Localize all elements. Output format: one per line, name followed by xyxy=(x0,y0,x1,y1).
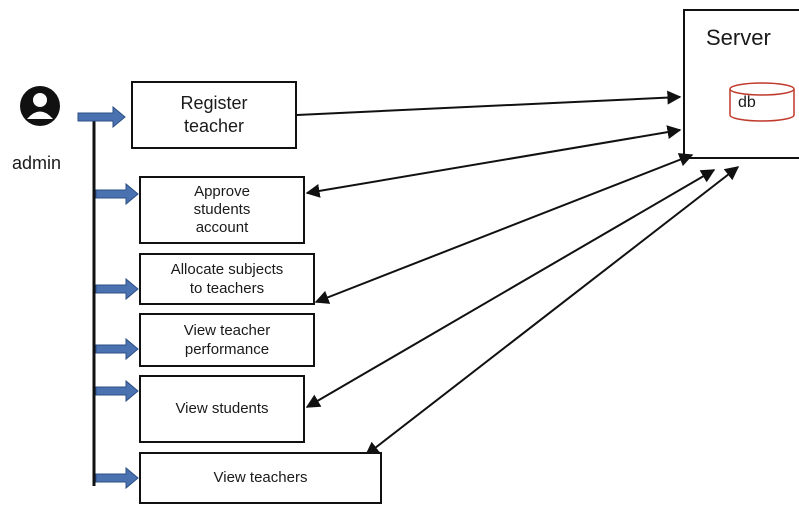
flow-arrow-view-students xyxy=(95,379,139,403)
connector-approve xyxy=(305,125,682,198)
function-box-allocate-subjects[interactable]: Allocate subjects to teachers xyxy=(139,253,315,305)
function-box-view-teacher-performance[interactable]: View teacher performance xyxy=(139,313,315,367)
flow-arrow-allocate xyxy=(95,277,139,301)
server-label: Server xyxy=(706,25,771,50)
flow-arrow-approve xyxy=(95,182,139,206)
user-icon xyxy=(20,86,60,126)
database-icon xyxy=(729,82,795,122)
db-label: db xyxy=(738,94,756,111)
connector-view-teachers xyxy=(364,166,740,456)
function-box-view-teachers[interactable]: View teachers xyxy=(139,452,382,504)
function-box-view-students[interactable]: View students xyxy=(139,375,305,443)
flow-arrow-register xyxy=(77,105,126,129)
function-box-register-teacher[interactable]: Register teacher xyxy=(131,81,297,149)
server-connectors xyxy=(296,90,740,456)
connector-allocate xyxy=(314,153,694,304)
connector-register xyxy=(296,90,682,116)
flow-arrows xyxy=(77,105,139,490)
flow-arrow-performance xyxy=(95,337,139,361)
function-box-approve-students-account[interactable]: Approve students account xyxy=(139,176,305,244)
flow-arrow-view-teachers xyxy=(95,466,139,490)
connector-view-students xyxy=(305,169,716,408)
admin-label: admin xyxy=(12,153,62,173)
